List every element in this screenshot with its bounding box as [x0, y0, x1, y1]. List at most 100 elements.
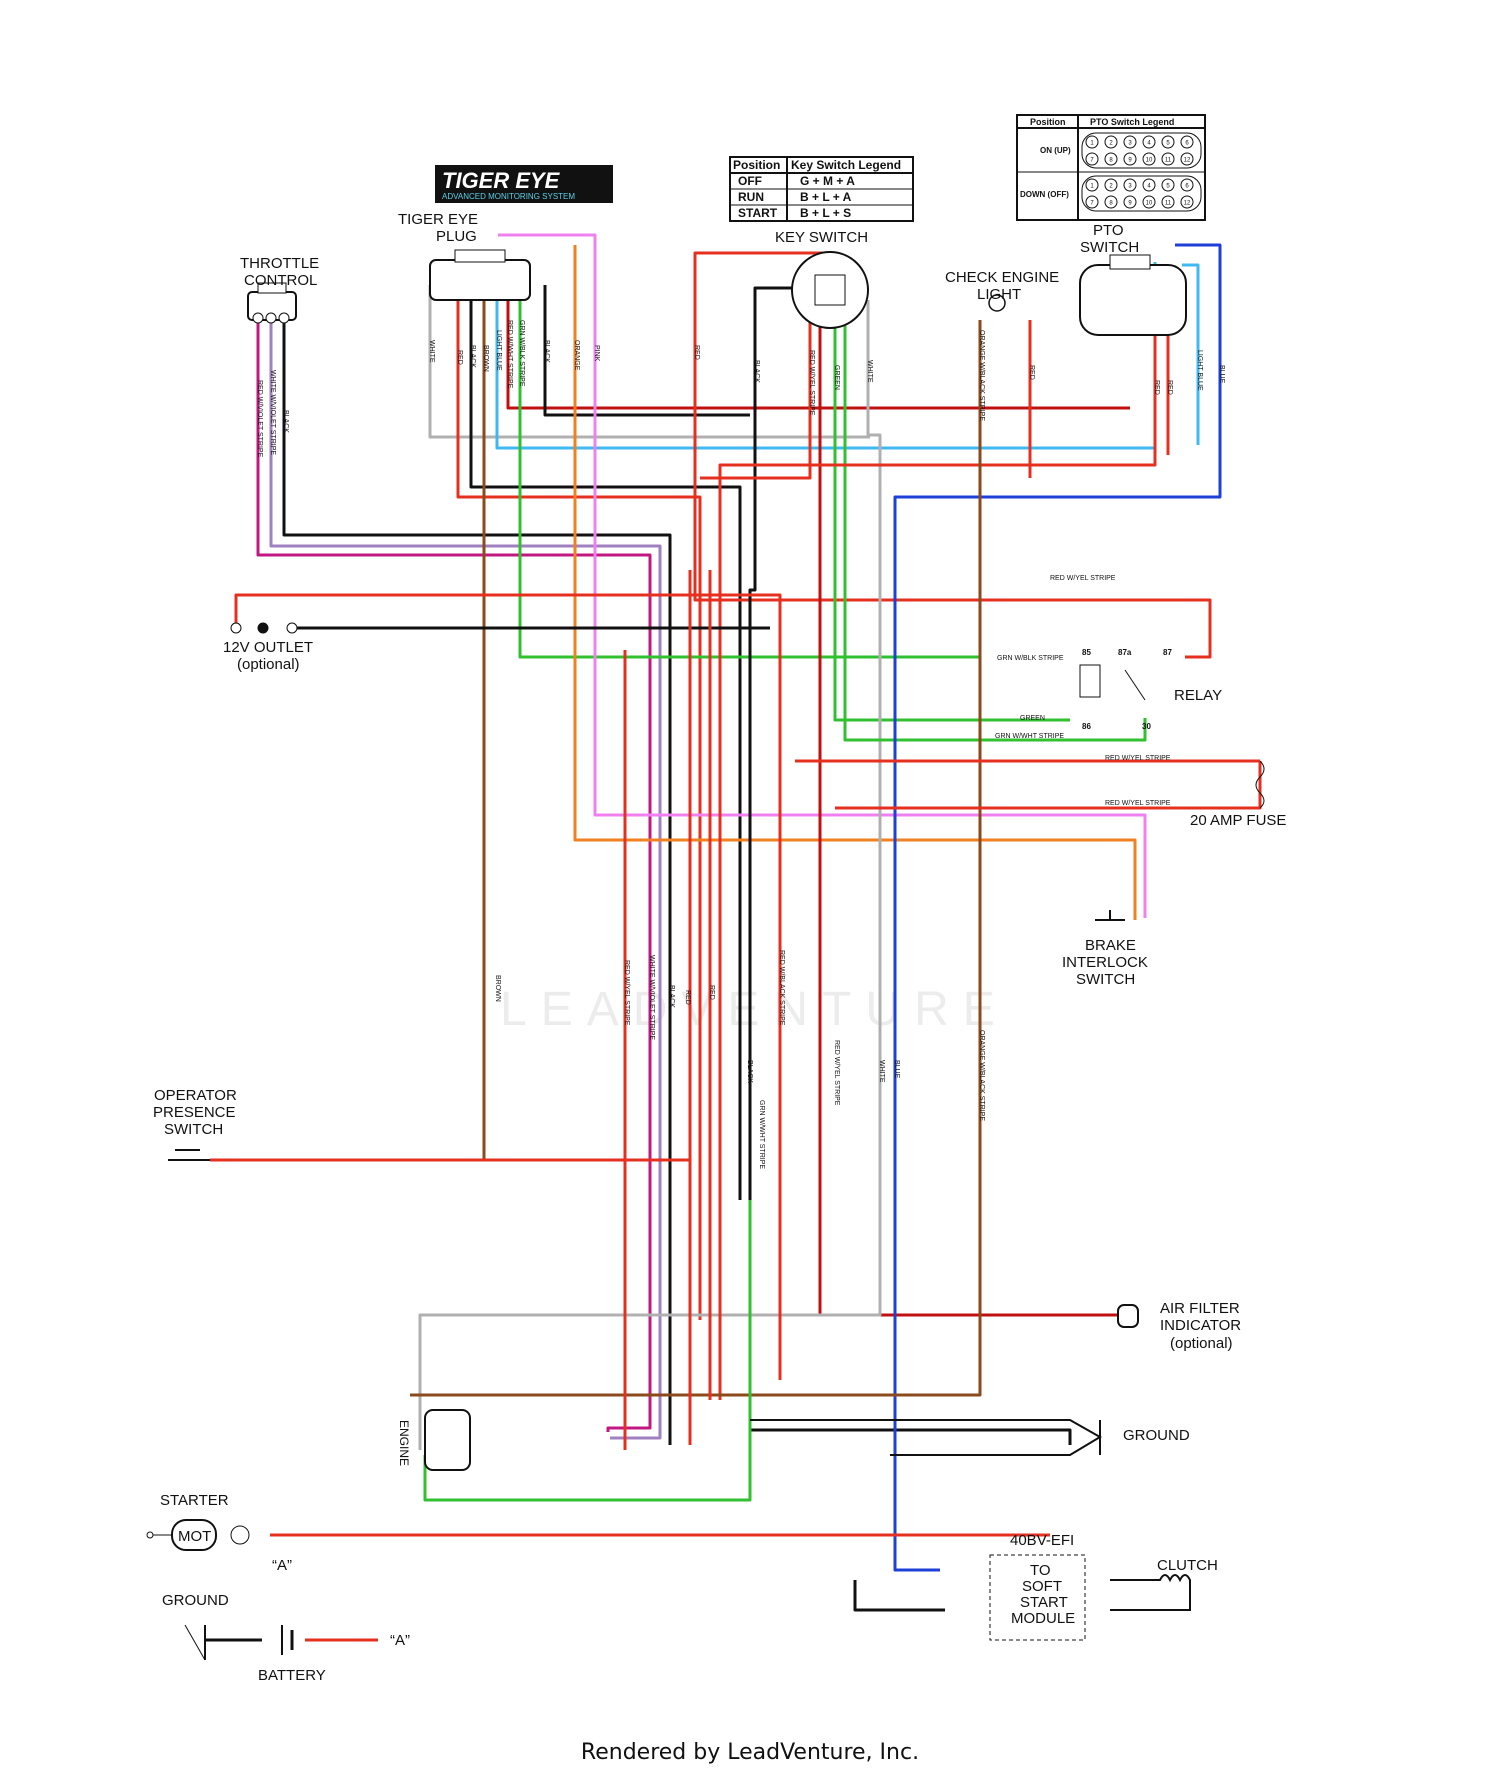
- pto-legend-pin: [1123, 135, 1137, 149]
- battery-label: BATTERY: [258, 1667, 326, 1684]
- svg-text:Position: Position: [733, 158, 780, 172]
- svg-text:RED W/YEL STRIPE: RED W/YEL STRIPE: [808, 350, 815, 416]
- pto-legend-pin: [1180, 152, 1194, 166]
- svg-text:RED W/BLACK STRIPE: RED W/BLACK STRIPE: [778, 950, 785, 1026]
- pto-legend-pin-number: 9: [1128, 201, 1132, 207]
- svg-text:RED W/YEL STRIPE: RED W/YEL STRIPE: [1105, 800, 1171, 807]
- pto-legend-pin: [1104, 195, 1118, 209]
- svg-text:Position: Position: [1030, 117, 1066, 127]
- pto-legend-pin: [1085, 195, 1099, 209]
- svg-text:WHITE: WHITE: [428, 340, 435, 363]
- svg-text:RED W/YEL STRIPE: RED W/YEL STRIPE: [623, 960, 630, 1026]
- pto-legend-pin: [1085, 135, 1099, 149]
- battery-symbol: [281, 1625, 294, 1655]
- pto-legend-pin: [1180, 195, 1194, 209]
- svg-text:BLACK: BLACK: [753, 360, 760, 383]
- svg-text:RED W/YEL STRIPE: RED W/YEL STRIPE: [1105, 755, 1171, 762]
- key-switch-label: KEY SWITCH: [775, 229, 868, 246]
- pto-legend-pin-number: 2: [1109, 141, 1113, 147]
- svg-text:GRN W/BLK STRIPE: GRN W/BLK STRIPE: [518, 320, 525, 387]
- pto-legend-pin-number: 12: [1184, 201, 1191, 207]
- air-filter-note: (optional): [1170, 1335, 1233, 1352]
- pto-legend-pin: [1142, 135, 1156, 149]
- svg-text:BLUE: BLUE: [893, 1060, 900, 1079]
- pto-legend-pin: [1123, 195, 1137, 209]
- clutch-coil: [1110, 1574, 1191, 1611]
- fuse: [1255, 760, 1265, 809]
- 12v-outlet-label: 12V OUTLET: [223, 639, 313, 656]
- svg-text:BLACK: BLACK: [543, 340, 550, 363]
- watermark: LEADVENTURE: [500, 983, 1009, 1036]
- svg-text:PINK: PINK: [593, 345, 600, 362]
- throttle-control-connector: [247, 282, 297, 324]
- svg-text:BLACK: BLACK: [668, 985, 675, 1008]
- svg-text:BLACK: BLACK: [469, 345, 476, 368]
- pto-legend-pin-number: 5: [1166, 184, 1170, 190]
- svg-text:BLACK: BLACK: [282, 410, 289, 433]
- svg-text:MOT: MOT: [178, 1528, 211, 1545]
- svg-text:WHITE: WHITE: [866, 360, 873, 383]
- pto-legend-pin-number: 1: [1090, 141, 1094, 147]
- svg-text:RED: RED: [708, 985, 715, 1000]
- svg-text:RED W/VIOLET STRIPE: RED W/VIOLET STRIPE: [256, 380, 263, 458]
- svg-text:BROWN: BROWN: [494, 975, 501, 1002]
- svg-text:TIGER EYE: TIGER EYE: [442, 168, 561, 193]
- pto-legend-pin-number: 11: [1165, 158, 1172, 164]
- ground-symbol-2: [184, 1624, 206, 1661]
- air-filter-indicator: [1117, 1304, 1139, 1328]
- pto-legend-pin: [1161, 152, 1175, 166]
- pto-switch[interactable]: [1079, 254, 1187, 336]
- svg-text:PTO Switch Legend: PTO Switch Legend: [1090, 117, 1174, 127]
- svg-text:RUN: RUN: [738, 190, 764, 204]
- pto-legend-pin: [1085, 178, 1099, 192]
- battery-ref: “A”: [390, 1632, 410, 1649]
- wires: [205, 233, 1262, 1642]
- pto-legend-pin-number: 10: [1146, 201, 1153, 207]
- svg-text:WHITE W/VIOLET STRIPE: WHITE W/VIOLET STRIPE: [648, 955, 655, 1040]
- svg-text:RED W/WHT STRIPE: RED W/WHT STRIPE: [506, 320, 513, 389]
- pto-legend-pin-number: 6: [1185, 184, 1189, 190]
- svg-text:GRN W/WHT STRIPE: GRN W/WHT STRIPE: [995, 733, 1064, 740]
- pto-legend-pin-number: 8: [1109, 158, 1113, 164]
- pto-legend-pin-number: 5: [1166, 141, 1170, 147]
- svg-text:ORANGE W/BLACK STRIPE: ORANGE W/BLACK STRIPE: [978, 1030, 985, 1121]
- svg-text:86: 86: [1082, 722, 1091, 731]
- starter-ref: “A”: [272, 1557, 292, 1574]
- 12v-outlet-note: (optional): [237, 656, 300, 673]
- pto-legend-pin-number: 9: [1128, 158, 1132, 164]
- svg-text:ON (UP): ON (UP): [1040, 146, 1071, 155]
- pto-legend-pin: [1161, 195, 1175, 209]
- engine-connector: [424, 1409, 471, 1471]
- pto-legend-pin: [1161, 135, 1175, 149]
- engine-label: ENGINE: [397, 1420, 411, 1466]
- relay-label: RELAY: [1174, 687, 1222, 704]
- svg-text:BLUE: BLUE: [1218, 365, 1225, 384]
- svg-text:G + M + A: G + M + A: [800, 174, 855, 188]
- pto-legend-pin: [1123, 178, 1137, 192]
- svg-text:RED: RED: [456, 350, 463, 365]
- svg-text:87a: 87a: [1118, 648, 1132, 657]
- pto-legend-pin: [1142, 195, 1156, 209]
- key-switch[interactable]: [791, 251, 869, 329]
- pto-legend-pin-number: 7: [1090, 158, 1094, 164]
- ground-symbol-1: [750, 1419, 1102, 1456]
- svg-text:RED W/YEL STRIPE: RED W/YEL STRIPE: [833, 1040, 840, 1106]
- svg-text:LIGHT BLUE: LIGHT BLUE: [1196, 350, 1203, 391]
- pto-legend-pin-number: 11: [1165, 201, 1172, 207]
- svg-text:START: START: [738, 206, 778, 220]
- svg-text:ORANGE W/BLACK STRIPE: ORANGE W/BLACK STRIPE: [978, 330, 985, 421]
- tiger-eye-logo: TIGER EYE ADVANCED MONITORING SYSTEM: [435, 165, 613, 203]
- svg-text:GRN W/WHT STRIPE: GRN W/WHT STRIPE: [758, 1100, 765, 1169]
- pto-legend-pin: [1161, 178, 1175, 192]
- brake-interlock-switch[interactable]: [1095, 910, 1125, 921]
- svg-text:DOWN (OFF): DOWN (OFF): [1020, 190, 1069, 199]
- pto-legend-pin-number: 4: [1147, 184, 1151, 190]
- operator-presence-switch[interactable]: [168, 1149, 210, 1161]
- ground-1-label: GROUND: [1123, 1427, 1190, 1444]
